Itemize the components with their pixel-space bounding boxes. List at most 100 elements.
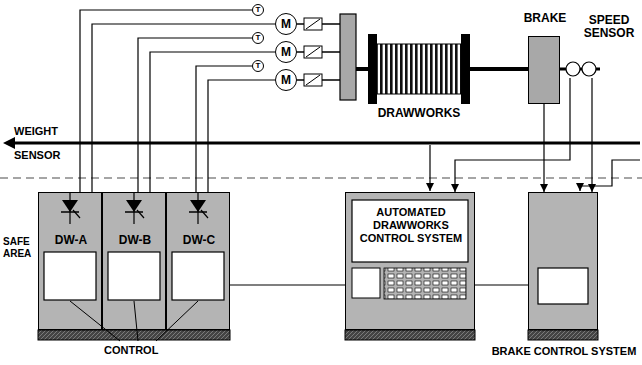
tacho-circle: T [252, 60, 264, 72]
signal-wire [208, 80, 275, 192]
drum-flange [461, 34, 470, 104]
tacho-circle: T [252, 32, 264, 44]
text-holder: AUTOMATED DRAWWORKS CONTROL SYSTEM [353, 206, 469, 245]
cabinet-base [528, 330, 598, 340]
brake-control-cabinet: BRAKE CONTROL SYSTEM [528, 192, 598, 330]
text-holder: T [253, 33, 263, 43]
node-label: BRAKE CONTROL SYSTEM [488, 345, 640, 358]
control-cabinet: AUTOMATED DRAWWORKS CONTROL SYSTEM [345, 192, 475, 330]
speed-sensor: SPEED SENSOR [564, 60, 598, 78]
leader-line [134, 301, 138, 341]
text-holder: M [276, 14, 296, 34]
signal-wire [230, 284, 345, 285]
control-module [172, 252, 224, 300]
thyristor-symbol [125, 192, 144, 224]
control-module [44, 252, 96, 300]
drive-cabinet: DW-C [166, 192, 230, 330]
weight-signal-line [14, 142, 640, 145]
control-module [538, 268, 588, 304]
motor-circle: M [275, 41, 297, 63]
thyristor-symbol [189, 192, 208, 224]
drum-flange [368, 34, 377, 104]
control-label: CONTROL [104, 344, 174, 357]
drum-windings [377, 44, 461, 94]
text-holder: DW-A [39, 233, 103, 247]
text-holder: BRAKE [515, 11, 575, 25]
control-module [108, 252, 160, 300]
gearbox [340, 14, 356, 100]
cabinet-base [345, 330, 475, 340]
symbol-letter: M [281, 74, 291, 86]
node-label: DRAWWORKS [359, 106, 479, 120]
signal-wire [196, 66, 252, 192]
text-holder: DW-C [167, 233, 231, 247]
drive-cabinet: DW-A [38, 192, 102, 330]
motor-circle: M [275, 13, 297, 35]
area-divider [0, 177, 642, 179]
symbol-letter: T [256, 34, 261, 42]
coupling [304, 18, 322, 30]
signal-wire [150, 52, 275, 192]
brake-fill [528, 36, 560, 104]
keyboard [384, 268, 466, 299]
tacho-circle: T [252, 4, 264, 16]
cabinet-base [38, 330, 230, 340]
speed-sensor-disc [566, 62, 580, 76]
coupling-mark [306, 75, 320, 85]
signal-wire [138, 38, 252, 192]
thyristor-symbol [61, 192, 80, 224]
signal-wire [80, 10, 252, 192]
label-text: CONTROL [104, 344, 174, 357]
drive-shaft [356, 67, 368, 71]
signal-wire [455, 78, 570, 192]
area-label: SAFE AREA [3, 236, 37, 260]
coupling [304, 46, 322, 58]
brake-box: BRAKE [528, 36, 560, 104]
speed-sensor-disc [582, 62, 596, 76]
coupling-mark [306, 19, 320, 29]
symbol-letter: M [281, 46, 291, 58]
node-label: BRAKE [515, 11, 575, 25]
text-holder: DW-B [103, 233, 167, 247]
couplings [297, 18, 340, 86]
text-holder: M [276, 42, 296, 62]
text-holder: M [276, 70, 296, 90]
brake-cabinet-fill [528, 192, 598, 330]
control-cabinet-fill [345, 192, 475, 330]
screen [352, 268, 380, 298]
text-holder: SPEED SENSOR [580, 14, 638, 40]
leader-line [70, 301, 120, 341]
label-text: WEIGHT SENSOR [14, 119, 76, 167]
node-label: DW-C [167, 233, 231, 247]
motor-circle: M [275, 69, 297, 91]
text-holder: DRAWWORKS [359, 106, 479, 120]
node-label: DW-A [39, 233, 103, 247]
drive-cabinet-fill [38, 192, 230, 330]
brake-signal-wire [580, 160, 640, 191]
signal-wire [543, 104, 544, 192]
drawworks-drum: DRAWWORKS [368, 34, 470, 104]
weight-arrowhead [3, 137, 15, 149]
display-panel [352, 200, 468, 262]
node-label: AUTOMATED DRAWWORKS CONTROL SYSTEM [353, 206, 469, 245]
signal-wire [475, 284, 528, 285]
symbol-letter: T [256, 6, 261, 14]
node-label: DW-B [103, 233, 167, 247]
node-label: SPEED SENSOR [580, 14, 638, 40]
drive-cabinet: DW-B [102, 192, 166, 330]
signal-wire [591, 78, 592, 192]
signal-wire [92, 24, 275, 192]
text-holder: BRAKE CONTROL SYSTEM [488, 345, 640, 358]
text-holder: T [253, 61, 263, 71]
weight-branch [429, 145, 430, 191]
drum-shaft [470, 67, 528, 71]
symbol-letter: M [281, 18, 291, 30]
text-holder: T [253, 5, 263, 15]
symbol-letter: T [256, 62, 261, 70]
coupling [304, 74, 322, 86]
coupling-mark [306, 47, 320, 57]
sensor-label: WEIGHT SENSOR [14, 119, 76, 167]
leader-line [156, 301, 198, 341]
